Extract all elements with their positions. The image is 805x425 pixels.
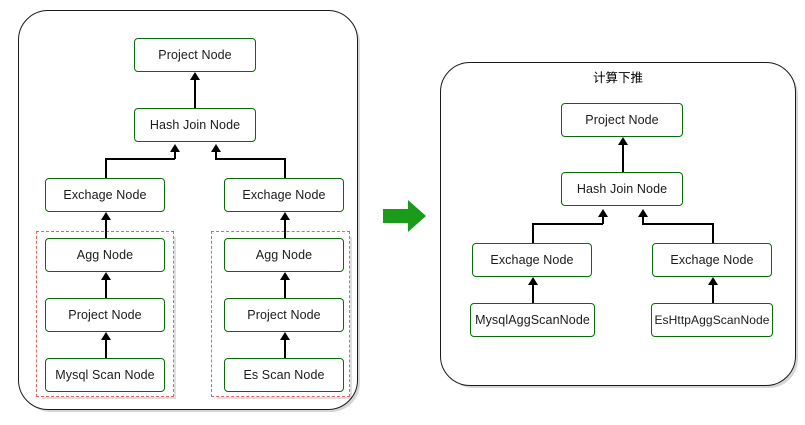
edge-r-hashjoin-to-project-head [617, 137, 628, 145]
node-exchange-right-panel-1[interactable]: Exchage Node [472, 243, 592, 277]
edge-projl-to-aggl [105, 280, 107, 298]
optimized-plan-title: 计算下推 [592, 71, 643, 85]
node-agg-left[interactable]: Agg Node [45, 238, 165, 272]
edge-exr-cross [215, 158, 285, 160]
edge-scanl-to-projl-head [100, 332, 111, 340]
edge-exl-riser [105, 158, 107, 181]
edge-scanr-to-projr [284, 340, 286, 358]
edge-exl-to-hashjoin [174, 152, 176, 159]
edge-r-exr-to-hashjoin [642, 217, 644, 224]
edge-r-exr-riser [712, 223, 714, 246]
edge-r-exr-cross [642, 223, 713, 225]
edge-r-hashjoin-to-project [622, 145, 624, 172]
edge-aggl-to-exl [105, 220, 107, 238]
right-arrow-icon [383, 199, 427, 233]
node-project-top-left[interactable]: Project Node [134, 38, 256, 72]
edge-exr-to-hashjoin [215, 152, 217, 159]
edge-exr-riser [284, 158, 286, 181]
edge-exl-cross [105, 158, 175, 160]
edge-r-exl-riser [532, 223, 534, 246]
edge-r-scanr-to-exr-head [707, 277, 718, 285]
node-exchange-left-1[interactable]: Exchage Node [45, 178, 165, 212]
edge-scanr-to-projr-head [279, 332, 290, 340]
edge-exr-to-hashjoin-head [210, 144, 221, 152]
edge-aggr-to-exr [284, 220, 286, 238]
node-hash-join-left[interactable]: Hash Join Node [134, 108, 256, 142]
edge-r-exl-to-hashjoin-head [597, 209, 608, 217]
edge-projr-to-aggr-head [279, 272, 290, 280]
edge-r-exl-to-hashjoin [602, 217, 604, 224]
edge-r-exr-to-hashjoin-head [637, 209, 648, 217]
edge-aggr-to-exr-head [279, 212, 290, 220]
node-exchange-left-2[interactable]: Exchage Node [224, 178, 344, 212]
node-project-top-right-panel[interactable]: Project Node [561, 103, 683, 137]
node-mysql-scan-left[interactable]: Mysql Scan Node [45, 358, 165, 392]
edge-r-scanl-to-exl [532, 285, 534, 303]
edge-hashjoin-to-project [194, 80, 196, 108]
edge-r-exl-cross [532, 223, 603, 225]
edge-r-scanr-to-exr [712, 285, 714, 303]
edge-exl-to-hashjoin-head [169, 144, 180, 152]
node-agg-right[interactable]: Agg Node [224, 238, 344, 272]
edge-projl-to-aggl-head [100, 272, 111, 280]
edge-scanl-to-projl [105, 340, 107, 358]
edge-r-scanl-to-exl-head [527, 277, 538, 285]
node-exchange-right-panel-2[interactable]: Exchage Node [652, 243, 772, 277]
node-project-left[interactable]: Project Node [45, 298, 165, 332]
edge-aggl-to-exl-head [100, 212, 111, 220]
node-mysql-agg-scan[interactable]: MysqlAggScanNode [470, 303, 595, 337]
node-es-scan-right[interactable]: Es Scan Node [224, 358, 344, 392]
group-es-pushdown [211, 231, 350, 397]
edge-projr-to-aggr [284, 280, 286, 298]
edge-hashjoin-to-project-head [189, 72, 200, 80]
node-es-http-agg-scan[interactable]: EsHttpAggScanNode [651, 303, 773, 337]
node-hash-join-right-panel[interactable]: Hash Join Node [561, 172, 683, 206]
node-project-right[interactable]: Project Node [224, 298, 344, 332]
